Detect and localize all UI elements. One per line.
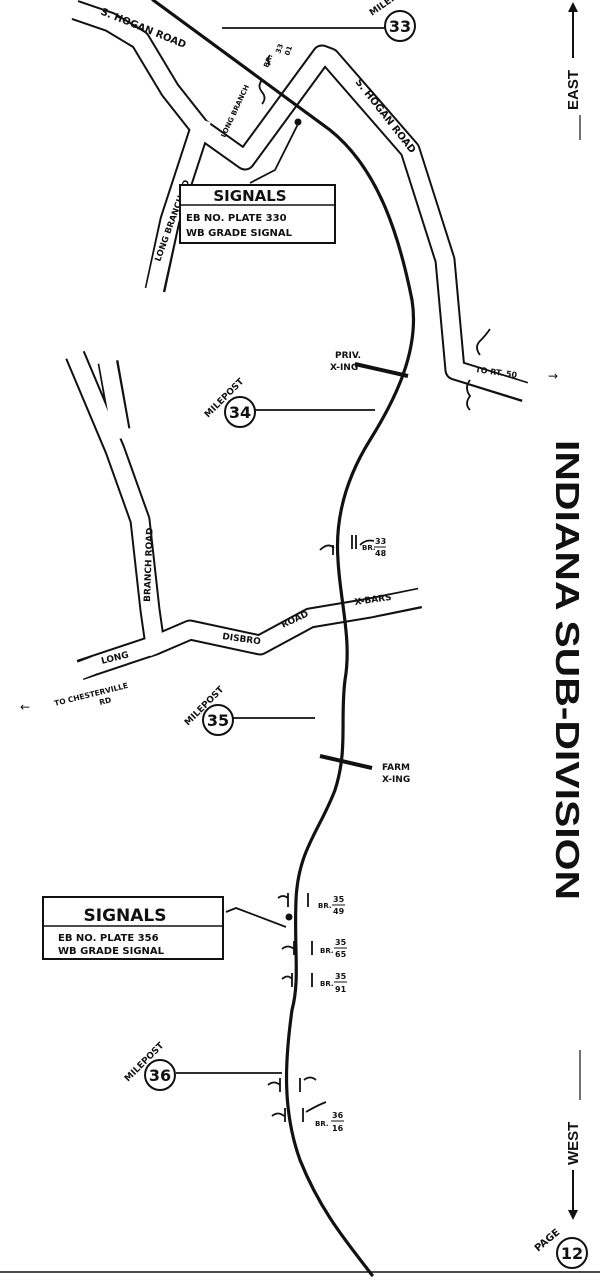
svg-text:EAST: EAST	[565, 70, 582, 110]
milepost-36: 36 MILEPOST	[123, 1040, 282, 1091]
svg-text:01: 01	[283, 45, 294, 57]
page-number: 12 PAGE	[533, 1227, 588, 1269]
svg-text:12: 12	[561, 1244, 583, 1263]
bridge-35-65: BR. 35 65	[281, 938, 347, 959]
milepost-35: 35 MILEPOST	[183, 684, 315, 736]
svg-text:35: 35	[335, 938, 347, 947]
west-indicator: WEST	[565, 1050, 582, 1220]
svg-text:35: 35	[333, 895, 345, 904]
svg-text:36: 36	[149, 1066, 171, 1085]
to-chesterville-label: TO CHESTERVILLE	[53, 681, 129, 708]
priv-crossing	[354, 362, 409, 378]
long-branch-creek-label: LONG BRANCH	[220, 83, 251, 138]
signal-box-1: SIGNALS EB NO. PLATE 330 WB GRADE SIGNAL	[179, 118, 336, 244]
priv-xing-label-1: PRIV.	[335, 351, 361, 361]
svg-text:BR.: BR.	[320, 947, 334, 955]
svg-text:EB NO. PLATE 356: EB NO. PLATE 356	[58, 933, 159, 944]
svg-text:EB NO. PLATE 330: EB NO. PLATE 330	[186, 213, 287, 224]
svg-text:49: 49	[333, 907, 345, 916]
milepost-34: 34 MILEPOST	[203, 376, 375, 428]
bridge-35-49: BR. 35 49	[277, 893, 345, 916]
svg-text:33: 33	[375, 537, 386, 546]
svg-text:BR.: BR.	[262, 53, 274, 68]
railroad-track	[151, 0, 416, 1277]
svg-text:SIGNALS: SIGNALS	[84, 906, 167, 926]
svg-text:BR.: BR.	[362, 544, 376, 552]
svg-text:34: 34	[229, 403, 251, 422]
svg-text:35: 35	[335, 972, 347, 981]
svg-text:91: 91	[335, 985, 347, 994]
roads	[63, 0, 531, 681]
arrow-left-icon: ←	[20, 700, 30, 714]
svg-text:16: 16	[332, 1124, 344, 1133]
svg-text:WB GRADE SIGNAL: WB GRADE SIGNAL	[58, 946, 165, 957]
farm-crossing	[319, 754, 373, 770]
priv-xing-label-2: X-ING	[330, 363, 358, 373]
svg-text:WEST: WEST	[565, 1122, 582, 1165]
bridge-36-16: BR. 36 16	[271, 1101, 344, 1133]
subdivision-title: INDIANA SUB-DIVISION	[549, 440, 586, 900]
to-chesterville-rd-label: RD	[98, 695, 112, 707]
svg-text:33: 33	[274, 43, 285, 55]
svg-text:33: 33	[389, 17, 411, 36]
arrow-right-icon: →	[548, 369, 558, 383]
bridge-unlabeled	[267, 1076, 317, 1092]
farm-xing-label-1: FARM	[382, 763, 410, 773]
branch-road-label: BRANCH ROAD	[143, 527, 156, 602]
svg-text:SIGNALS: SIGNALS	[213, 187, 286, 205]
svg-text:BR.: BR.	[320, 980, 334, 988]
svg-text:36: 36	[332, 1111, 344, 1120]
milepost-33: 33 MILEPOST	[222, 0, 416, 42]
bridge-33-48: BR. 33 48	[332, 535, 387, 558]
creeks	[258, 54, 491, 551]
svg-text:BR.: BR.	[315, 1120, 329, 1128]
svg-text:WB GRADE SIGNAL: WB GRADE SIGNAL	[186, 228, 293, 239]
svg-text:BR.: BR.	[318, 902, 332, 910]
s-hogan-road-label-2: S. HOGAN ROAD	[353, 77, 418, 156]
bridge-33-01: BR. 33 01	[262, 43, 294, 69]
svg-text:35: 35	[207, 711, 229, 730]
farm-xing-label-2: X-ING	[382, 775, 410, 785]
bridge-35-91: BR. 35 91	[281, 972, 347, 994]
east-indicator: EAST	[565, 2, 582, 140]
svg-text:48: 48	[375, 549, 387, 558]
signal-box-2: SIGNALS EB NO. PLATE 356 WB GRADE SIGNAL	[42, 896, 293, 960]
svg-text:65: 65	[335, 950, 347, 959]
